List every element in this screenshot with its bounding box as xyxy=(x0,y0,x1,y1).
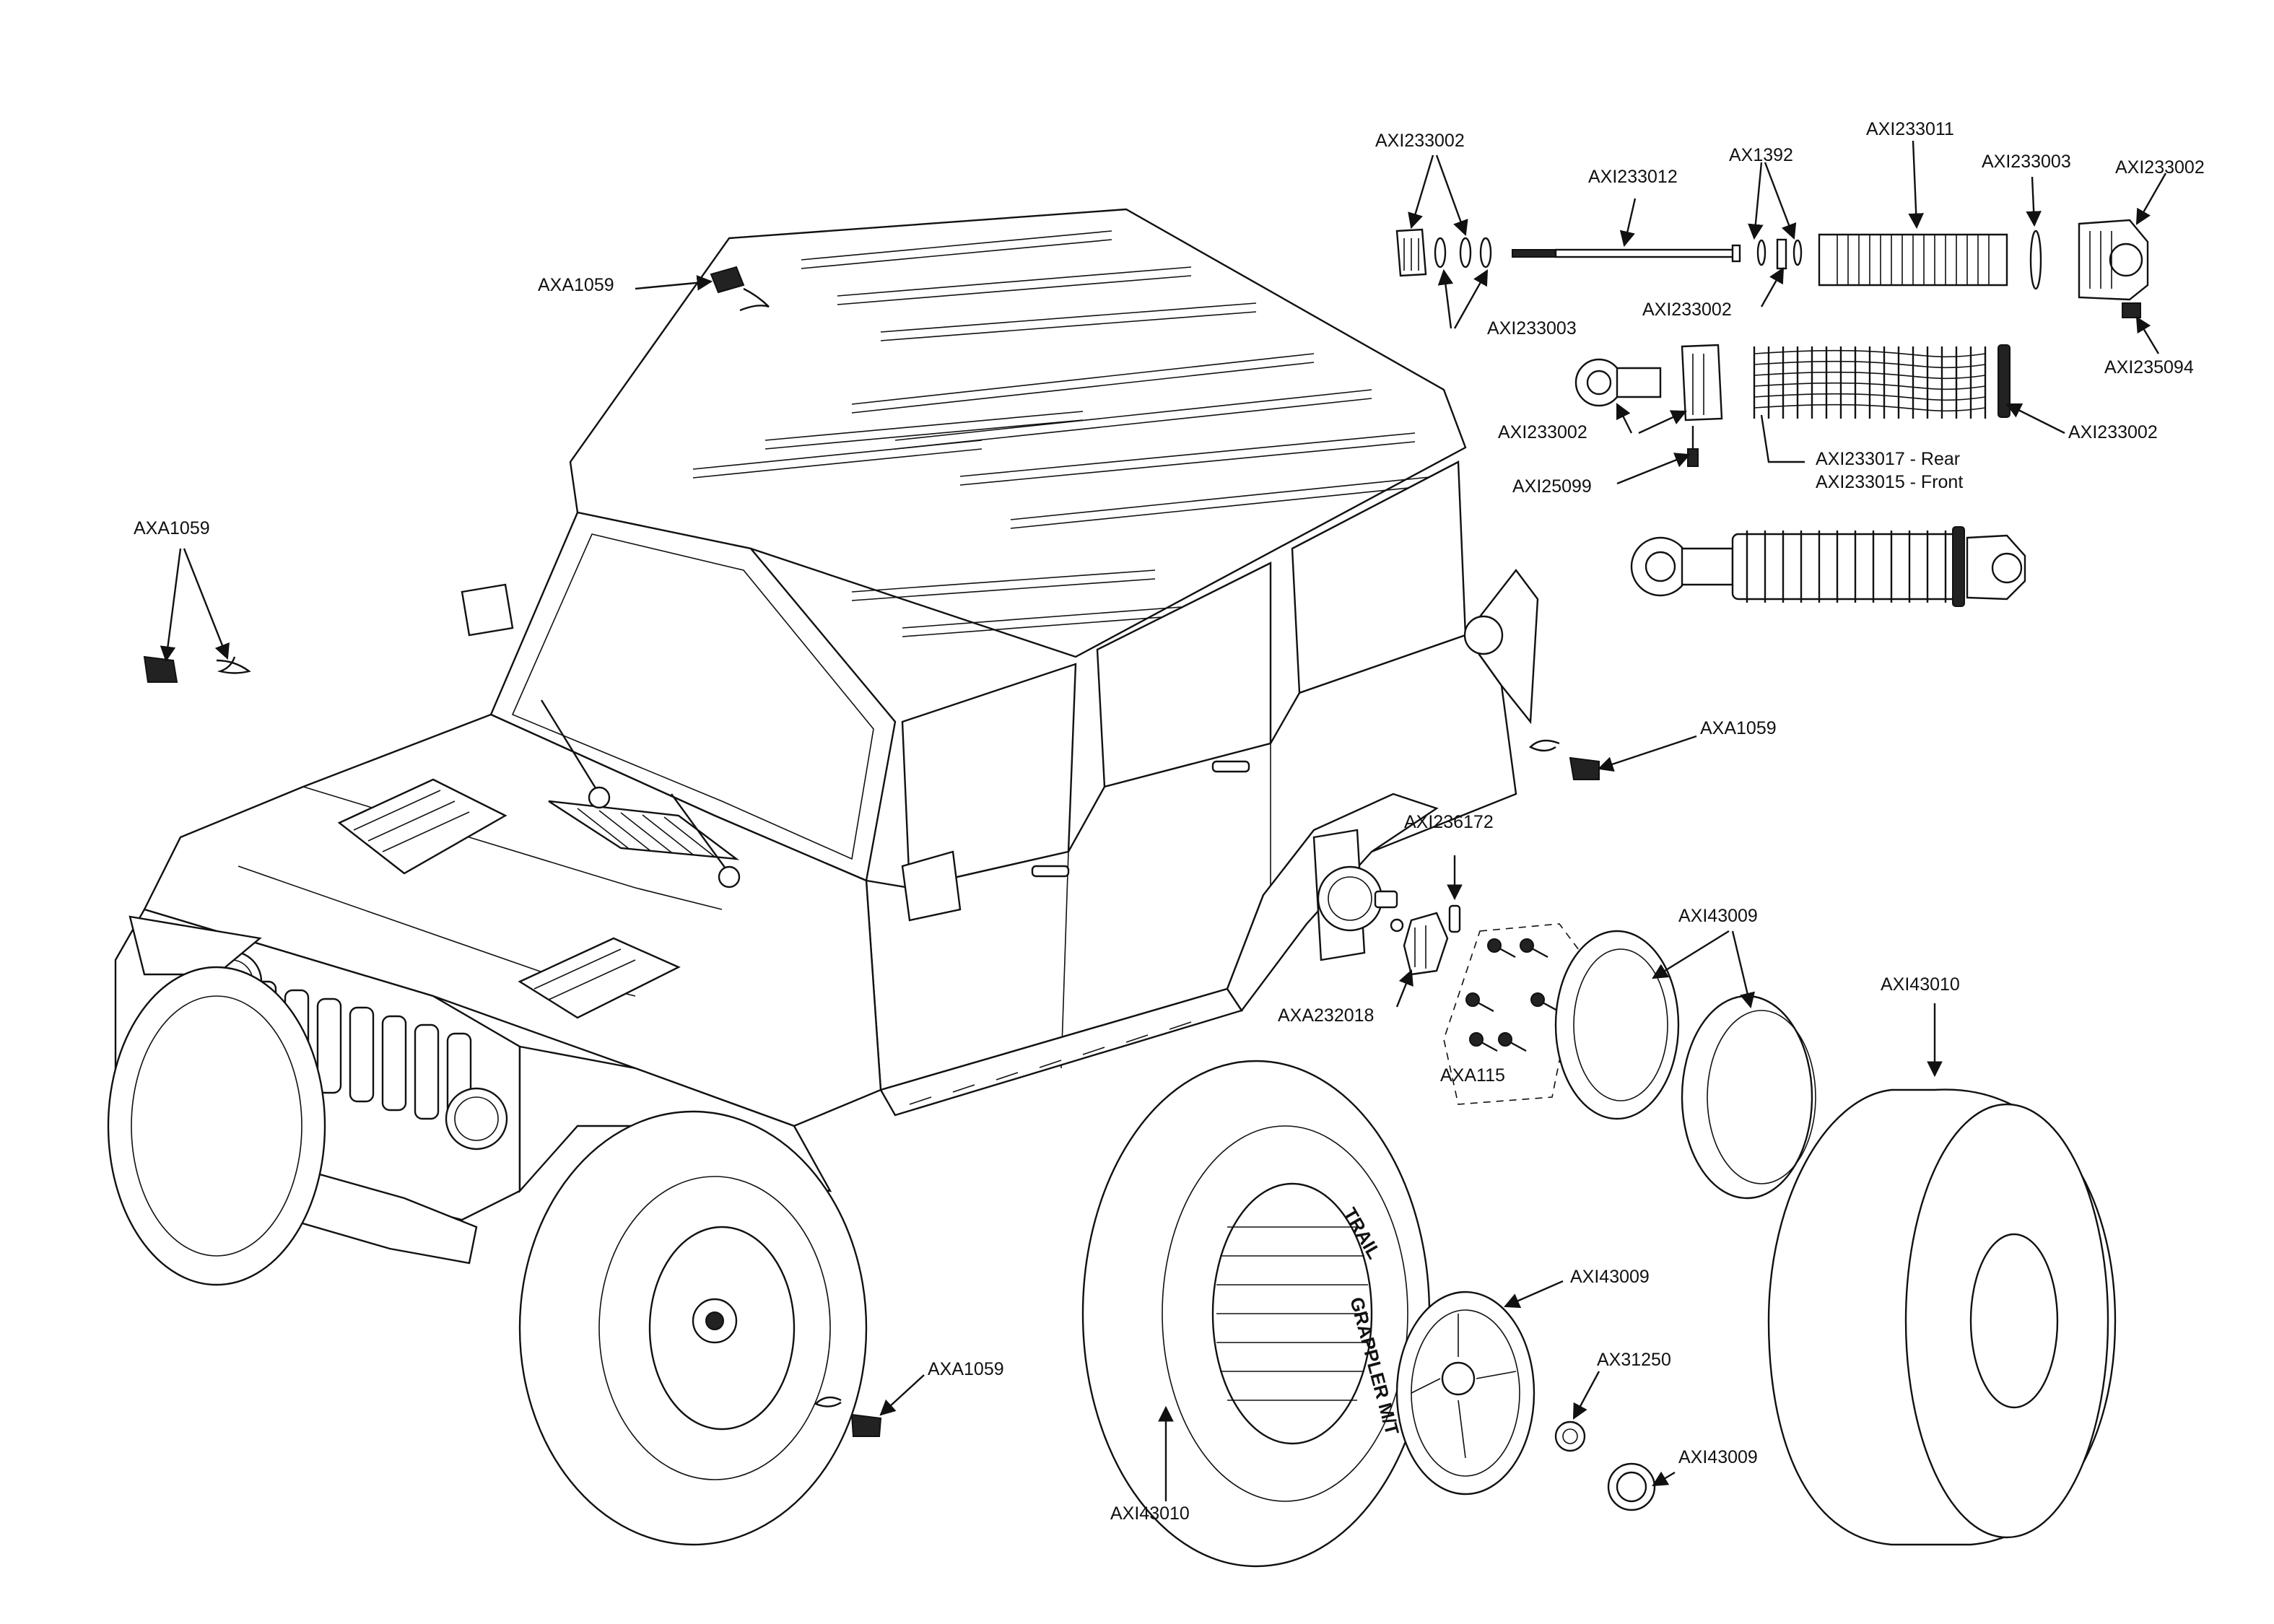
pin-part xyxy=(1448,904,1461,933)
label-shock-body: AXI233011 xyxy=(1866,119,1954,139)
label-pin: AXI236172 xyxy=(1404,812,1494,832)
label-wheel-nut: AX31250 xyxy=(1597,1350,1671,1370)
label-hb-clip-bottom: AXA1059 xyxy=(928,1359,1004,1379)
portal-axle xyxy=(1312,829,1398,961)
label-shock-screw-ball: AXI235094 xyxy=(2104,357,2194,377)
label-shock-end-1: AXI233002 xyxy=(1498,422,1587,442)
label-spring-rear: AXI233017 - Rear xyxy=(1816,449,1961,469)
body-clip-top xyxy=(710,266,770,312)
leader-lines xyxy=(160,140,2167,1501)
tire-foam-part xyxy=(1767,1088,2117,1546)
front-right-tire xyxy=(518,1110,868,1546)
shock-exploded-row-1 xyxy=(1395,219,2149,318)
screw-set xyxy=(1443,923,1582,1105)
spring-drawing xyxy=(1754,349,1986,412)
label-hb-clip-left: AXA1059 xyxy=(134,518,210,538)
label-shock-piston: AXI233002 xyxy=(1642,300,1732,320)
label-shock-collar: AXI233002 xyxy=(2068,422,2158,442)
front-left-tire xyxy=(107,966,326,1286)
label-hb-clip-top: AXA1059 xyxy=(538,275,614,295)
shock-exploded-row-2 xyxy=(1574,344,2011,467)
hex-hub-part xyxy=(1390,912,1449,976)
body-clip-left xyxy=(143,655,251,683)
label-shock-cap-2: AXI233002 xyxy=(2115,157,2205,178)
label-shock-cap-1: AXI233002 xyxy=(1375,131,1465,151)
label-wheel-face: AXI43009 xyxy=(1570,1267,1650,1287)
shock-assembled xyxy=(1630,526,2026,607)
label-shock-oring: AX1392 xyxy=(1729,145,1793,165)
wheel-cap-part xyxy=(1607,1462,1656,1511)
label-wheel-ring: AXI43009 xyxy=(1678,906,1758,926)
label-shock-seal: AXI233003 xyxy=(1982,152,2071,172)
label-shock-bushing-1: AXI233003 xyxy=(1487,318,1577,339)
body-clip-mid xyxy=(1528,739,1600,780)
label-wheel-cap: AXI43009 xyxy=(1678,1447,1758,1467)
label-tire-foam: AXI43010 xyxy=(1881,974,1960,995)
label-hb-clip-mid: AXA1059 xyxy=(1700,718,1777,738)
wheel-ring-part xyxy=(1554,930,1816,1200)
wheel-face-part xyxy=(1395,1291,1535,1496)
label-shock-shaft: AXI233012 xyxy=(1588,167,1678,187)
label-hex-hub: AXA232018 xyxy=(1278,1005,1375,1026)
label-shock-screw: AXI25099 xyxy=(1512,476,1592,497)
label-wheel-screws: AXA115 xyxy=(1440,1065,1505,1086)
wheel-nut-part xyxy=(1554,1420,1586,1452)
body-clip-bottom xyxy=(814,1396,882,1437)
label-tire: AXI43010 xyxy=(1110,1503,1190,1524)
label-spring-front: AXI233015 - Front xyxy=(1816,472,1964,492)
standalone-tire-assembly xyxy=(1081,1060,1431,1568)
